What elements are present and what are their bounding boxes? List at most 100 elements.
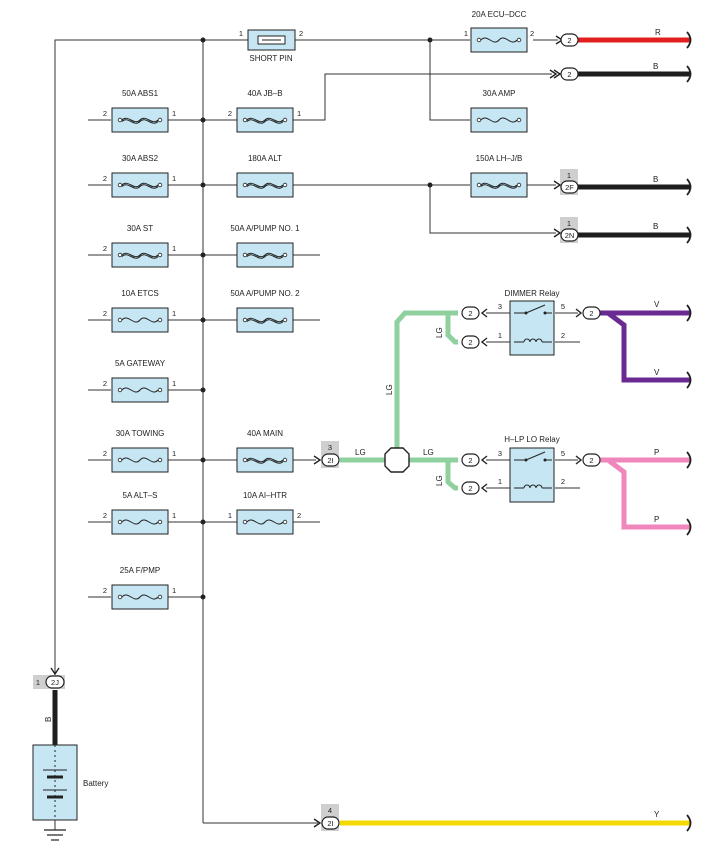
- svg-text:2: 2: [589, 309, 593, 318]
- pin-label: 1: [239, 29, 243, 38]
- pin-label: 1: [172, 379, 176, 388]
- connector-hlp-in: 2: [461, 453, 488, 467]
- fuse-label: 30A AMP: [483, 89, 516, 98]
- svg-text:2N: 2N: [565, 231, 575, 240]
- fuse-180a-alt: 180A ALT: [236, 154, 294, 198]
- svg-text:B: B: [44, 717, 53, 722]
- pin-label: 1: [172, 309, 176, 318]
- connector-2n: 1 2N: [553, 217, 579, 243]
- colored-wires: [52, 37, 690, 826]
- fuse-label: 40A MAIN: [247, 429, 283, 438]
- fuse-150a-lh-jb: 150A LH–J/B: [470, 154, 528, 198]
- svg-text:LG: LG: [435, 475, 444, 486]
- connector-2f: 1 2F: [553, 169, 579, 195]
- pin-label: 1: [172, 586, 176, 595]
- fuse-label: 50A ABS1: [122, 89, 159, 98]
- connector-2j: 1 2J: [33, 667, 65, 689]
- fuse-30a-abs2: 30A ABS2 2 1: [103, 154, 176, 198]
- svg-text:2: 2: [468, 338, 472, 347]
- fuse-10a-etcs: 10A ETCS 2 1: [103, 289, 176, 333]
- connector-2i-main: 3 2I: [313, 441, 340, 468]
- connector-dimmer-in: 2: [461, 306, 488, 320]
- svg-text:B: B: [653, 222, 658, 231]
- dimmer-relay: DIMMER Relay 3 5 1 2: [498, 289, 565, 356]
- pin-label: 2: [103, 586, 107, 595]
- fuse-25a-fpmp: 25A F/PMP 2 1: [103, 566, 176, 610]
- pin-label: 1: [464, 29, 468, 38]
- black-wiring: [44, 39, 580, 841]
- connector-2-ecu: 2: [555, 33, 579, 47]
- hlp-lo-relay: H–LP LO Relay 3 5 1 2: [498, 435, 565, 503]
- fuse-label: 10A AI–HTR: [243, 491, 287, 500]
- pin-label: 2: [530, 29, 534, 38]
- connector-hlp-out: 2: [575, 453, 601, 467]
- svg-text:1: 1: [498, 331, 502, 340]
- svg-text:V: V: [654, 368, 660, 377]
- fuse-label: 5A ALT–S: [123, 491, 158, 500]
- svg-text:3: 3: [328, 443, 332, 452]
- fuse-label: 50A A/PUMP NO. 1: [230, 224, 300, 233]
- fuse-short-pin: SHORT PIN 1 2: [239, 29, 303, 63]
- pin-label: 2: [297, 511, 301, 520]
- splice-octagon: [384, 447, 410, 473]
- fuse-label: 30A ABS2: [122, 154, 159, 163]
- svg-text:1: 1: [498, 477, 502, 486]
- pin-label: 1: [172, 511, 176, 520]
- pin-label: 2: [299, 29, 303, 38]
- fuse-40a-jb-b: 40A JB–B 2 1: [228, 89, 301, 133]
- svg-text:2: 2: [567, 36, 571, 45]
- pin-label: 1: [297, 109, 301, 118]
- fuse-label: SHORT PIN: [249, 54, 292, 63]
- wire-purple-branch: [606, 311, 690, 383]
- fuse-5a-gateway: 5A GATEWAY 2 1: [103, 359, 176, 403]
- svg-text:1: 1: [567, 219, 571, 228]
- svg-text:B: B: [653, 175, 658, 184]
- svg-text:2I: 2I: [327, 456, 333, 465]
- fuse-30a-st: 30A ST 2 1: [103, 224, 176, 268]
- battery: Battery: [32, 744, 108, 821]
- svg-text:R: R: [655, 28, 661, 37]
- fuse-40a-main: 40A MAIN: [236, 429, 294, 473]
- svg-text:3: 3: [498, 302, 502, 311]
- connector-dimmer-coil: 2: [461, 335, 488, 349]
- wire-lg-dim-coil: [445, 313, 458, 345]
- svg-text:2: 2: [561, 331, 565, 340]
- fuse-30a-towing: 30A TOWING 2 1: [103, 429, 176, 473]
- fuse-label: 150A LH–J/B: [476, 154, 523, 163]
- relay-label: DIMMER Relay: [504, 289, 559, 298]
- svg-text:LG: LG: [423, 448, 434, 457]
- svg-text:LG: LG: [355, 448, 366, 457]
- svg-text:Y: Y: [654, 810, 660, 819]
- svg-text:P: P: [654, 448, 659, 457]
- svg-text:V: V: [654, 300, 660, 309]
- connector-hlp-coil: 2: [461, 481, 488, 495]
- fuse-label: 20A ECU–DCC: [472, 10, 527, 19]
- pin-label: 1: [228, 511, 232, 520]
- fuse-label: 40A JB–B: [247, 89, 282, 98]
- svg-text:2: 2: [561, 477, 565, 486]
- pin-label: 2: [103, 244, 107, 253]
- pin-label: 2: [103, 174, 107, 183]
- svg-text:2: 2: [589, 456, 593, 465]
- svg-text:3: 3: [498, 449, 502, 458]
- pin-label: 1: [172, 109, 176, 118]
- svg-text:1: 1: [567, 171, 571, 180]
- svg-text:2: 2: [468, 484, 472, 493]
- relay-label: H–LP LO Relay: [504, 435, 559, 444]
- pin-label: 2: [228, 109, 232, 118]
- pin-label: 2: [103, 379, 107, 388]
- fuse-label: 5A GATEWAY: [115, 359, 166, 368]
- fuse-label: 25A F/PMP: [120, 566, 160, 575]
- svg-text:LG: LG: [385, 384, 394, 395]
- wire-lg-hlp-coil: [445, 460, 458, 491]
- pin-label: 2: [103, 109, 107, 118]
- svg-text:5: 5: [561, 302, 565, 311]
- connector-2-b: 2: [549, 67, 579, 81]
- connector-dimmer-out: 2: [575, 306, 601, 320]
- fuse-50a-apump-1: 50A A/PUMP NO. 1: [230, 224, 300, 268]
- pin-label: 1: [172, 174, 176, 183]
- pin-label: 1: [172, 449, 176, 458]
- fuse-label: 10A ETCS: [121, 289, 158, 298]
- svg-text:5: 5: [561, 449, 565, 458]
- wire-labels: R B B B V V P P Y LG LG LG LG LG B: [44, 28, 661, 819]
